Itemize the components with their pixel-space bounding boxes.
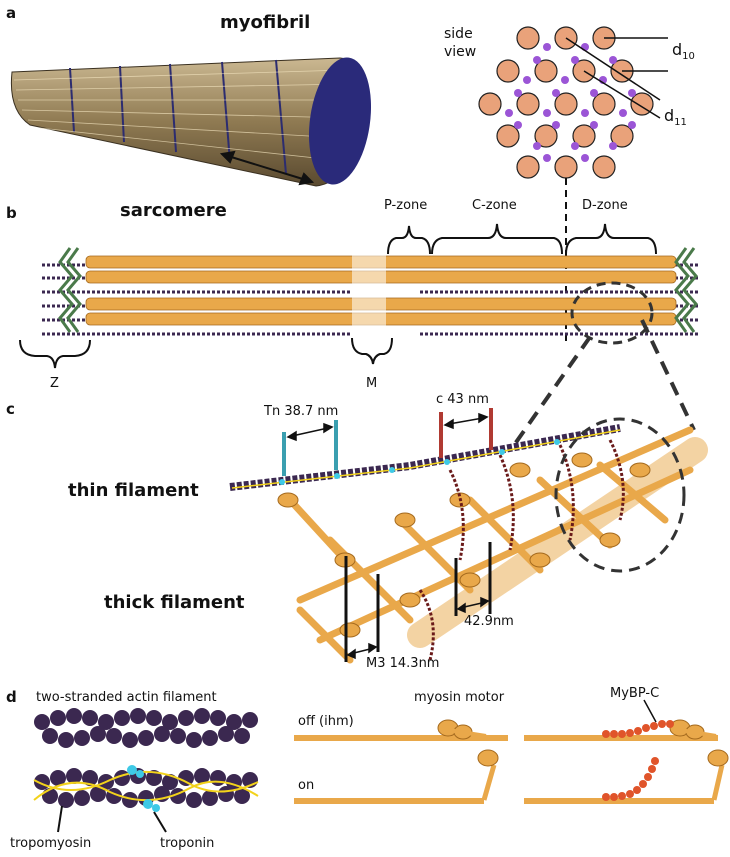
mybpc-title: MyBP-C (610, 686, 660, 701)
m-label: M (366, 376, 378, 391)
troponin-label: troponin (160, 836, 215, 851)
myofibril-cylinder (10, 57, 372, 187)
myosin-motor-off (294, 719, 508, 741)
double-arrow (219, 150, 315, 186)
mybpc-on (524, 749, 729, 804)
side-view-lattice (478, 26, 668, 179)
mybpc-off (524, 699, 718, 741)
myofibril-cross-section (308, 57, 372, 185)
myosin-motor-on (294, 749, 499, 804)
actin-filament-top (34, 708, 258, 748)
zone-braces (19, 223, 657, 369)
panel-a-letter: a (6, 4, 17, 22)
panel-d-letter: d (6, 688, 17, 706)
thin-filament-label: thin filament (68, 480, 199, 501)
spacing-markers (282, 408, 493, 662)
zoom-circle (570, 281, 654, 345)
on-label: on (298, 778, 315, 793)
zoom-lines (510, 319, 696, 450)
actin-title: two-stranded actin filament (36, 690, 217, 705)
panel-b-letter: b (6, 204, 17, 222)
actin-filament-bottom (33, 765, 259, 812)
myosin-motor-title: myosin motor (414, 690, 505, 705)
side-view-label-line2: view (444, 44, 477, 60)
panel-c-letter: c (6, 400, 15, 418)
z-label: Z (50, 376, 59, 391)
p-zone-label: P-zone (384, 198, 428, 213)
thick-filament-label: thick filament (104, 592, 245, 613)
side-view-label-line1: side (444, 26, 473, 42)
off-ihm-label: off (ihm) (298, 714, 354, 729)
d11-label: d11 (664, 106, 687, 128)
c-zone-label: C-zone (472, 198, 517, 213)
sarcomere-title: sarcomere (120, 200, 227, 221)
closeup-graphic (229, 424, 708, 664)
closeup-circle (554, 417, 686, 573)
sarcomere-graphic (42, 247, 700, 336)
tn-spacing-label: Tn 38.7 nm (264, 404, 339, 419)
actin-pointer-lines (57, 805, 167, 833)
d-zone-label: D-zone (582, 198, 628, 213)
c-spacing-label: c 43 nm (436, 392, 489, 407)
m3-spacing-label: M3 14.3nm (366, 656, 440, 671)
myofibril-title: myofibril (220, 12, 311, 33)
tropomyosin-label: tropomyosin (10, 836, 92, 851)
d10-label: d10 (672, 40, 695, 62)
spacing-42-label: 42.9nm (464, 614, 514, 629)
